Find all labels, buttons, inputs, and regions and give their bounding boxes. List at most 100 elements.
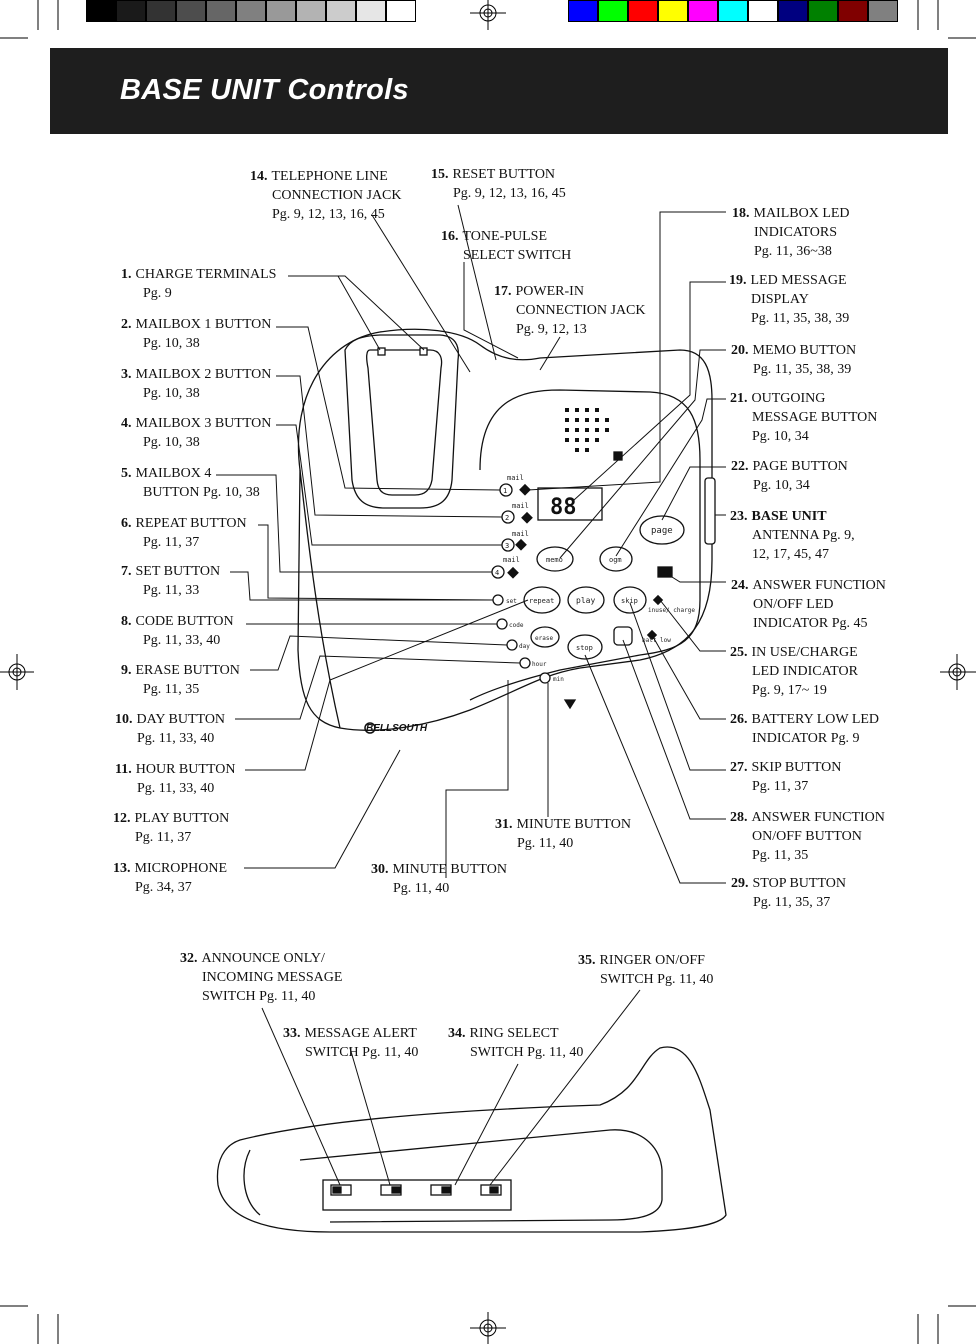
- skip-label: skip: [621, 597, 638, 605]
- callout-number: 12.: [113, 811, 131, 826]
- calibration-swatch: [718, 0, 748, 22]
- microphone: [563, 699, 577, 710]
- callout-text: ON/OFF BUTTON: [752, 829, 862, 844]
- stop-label: stop: [576, 644, 593, 652]
- callout-text: IN USE/CHARGE: [751, 645, 858, 660]
- calibration-swatch: [236, 0, 266, 22]
- led-message-display: [537, 487, 603, 521]
- callout-text: INDICATOR Pg. 9: [752, 731, 860, 746]
- callout-text: Pg. 9, 12, 13, 16, 45: [272, 207, 385, 222]
- callout-text: DISPLAY: [751, 292, 809, 307]
- callout-text: Pg. 11, 33, 40: [137, 731, 215, 746]
- callout-number: 17.: [494, 284, 512, 299]
- callout-text: MAILBOX 2 BUTTON: [135, 367, 272, 382]
- callout-28: 28.ANSWER FUNCTION ON/OFF BUTTON Pg. 11, 3…: [730, 808, 885, 865]
- ogm-label: ogm: [609, 556, 622, 564]
- callout-number: 29.: [731, 876, 749, 891]
- stop-button: [567, 634, 603, 660]
- calibration-swatch: [778, 0, 808, 22]
- callout-text: Pg. 11, 35: [752, 848, 809, 863]
- callout-text: POWER-IN: [515, 284, 584, 299]
- erase-label: erase: [535, 635, 553, 642]
- callout-number: 3.: [121, 367, 132, 382]
- callout-text: PLAY BUTTON: [134, 811, 230, 826]
- mailbox-num-1: 1: [503, 487, 507, 495]
- inuse-charge-led: [652, 594, 664, 606]
- callout-number: 14.: [250, 169, 268, 184]
- callout-text: TONE-PULSE: [462, 229, 548, 244]
- callout-text: SWITCH Pg. 11, 40: [470, 1045, 584, 1060]
- switch-panel: [322, 1179, 512, 1211]
- callout-text: Pg. 9: [143, 286, 172, 301]
- callout-text: BATTERY LOW LED: [751, 712, 880, 727]
- callout-text: CODE BUTTON: [135, 614, 234, 629]
- callout-number: 2.: [121, 317, 132, 332]
- skip-button: [613, 586, 647, 614]
- callout-text: MESSAGE BUTTON: [752, 410, 878, 425]
- callout-number: 9.: [121, 663, 132, 678]
- set-button: [492, 594, 504, 606]
- callout-text: Pg. 11, 36~38: [754, 244, 832, 259]
- callout-12: 12.PLAY BUTTON Pg. 11, 37: [113, 809, 229, 847]
- calibration-swatch: [206, 0, 236, 22]
- memo-label: memo: [546, 556, 563, 564]
- mailbox-led-3: [515, 538, 527, 551]
- day-label: day: [519, 643, 530, 650]
- calibration-swatch: [356, 0, 386, 22]
- callout-text: MICROPHONE: [134, 861, 228, 876]
- callout-text: CONNECTION JACK: [272, 188, 402, 203]
- callout-number: 28.: [730, 810, 748, 825]
- leader-lines: [216, 204, 726, 1186]
- callout-number: 8.: [121, 614, 132, 629]
- callout-text: SWITCH Pg. 11, 40: [305, 1045, 419, 1060]
- mailbox-num-4: 4: [495, 569, 499, 577]
- code-label: code: [509, 622, 524, 629]
- hour-label: hour: [532, 661, 547, 668]
- calibration-swatch: [658, 0, 688, 22]
- calibration-swatch: [748, 0, 778, 22]
- side-profile-body: [216, 1046, 727, 1233]
- callout-text: LED MESSAGE: [750, 273, 847, 288]
- callout-text: DAY BUTTON: [136, 712, 226, 727]
- page-title: BASE UNIT Controls: [120, 74, 409, 106]
- callout-number: 33.: [283, 1026, 301, 1041]
- min-button: [539, 672, 551, 684]
- callout-number: 15.: [431, 167, 449, 182]
- callout-2: 2.MAILBOX 1 BUTTON Pg. 10, 38: [121, 315, 271, 353]
- callout-text: Pg. 10, 38: [143, 336, 200, 351]
- callout-text: ANSWER FUNCTION: [751, 810, 885, 825]
- callout-text: BUTTON Pg. 10, 38: [143, 485, 260, 500]
- inuse-charge-label: inuse/ charge: [648, 607, 695, 614]
- callout-text: MAILBOX 1 BUTTON: [135, 317, 272, 332]
- message-alert-switch: [380, 1184, 402, 1196]
- day-button: [506, 639, 518, 651]
- callout-text: INDICATOR Pg. 45: [753, 616, 868, 631]
- callout-text: MAILBOX LED: [753, 206, 850, 221]
- callout-text: PAGE BUTTON: [752, 459, 848, 474]
- callout-number: 13.: [113, 861, 131, 876]
- callout-text: Pg. 11, 33: [143, 583, 200, 598]
- callout-text: Pg. 10, 34: [753, 478, 810, 493]
- callout-text: SET BUTTON: [135, 564, 221, 579]
- callout-text: MESSAGE ALERT: [304, 1026, 417, 1041]
- callout-number: 27.: [730, 760, 748, 775]
- calibration-swatch: [868, 0, 898, 22]
- callout-text: Pg. 11, 37: [135, 830, 192, 845]
- callout-text: INDICATORS: [754, 225, 837, 240]
- callout-text: Pg. 10, 34: [752, 429, 809, 444]
- callout-text: ANSWER FUNCTION: [752, 578, 886, 593]
- ring-select-switch: [430, 1184, 452, 1196]
- calibration-swatch: [296, 0, 326, 22]
